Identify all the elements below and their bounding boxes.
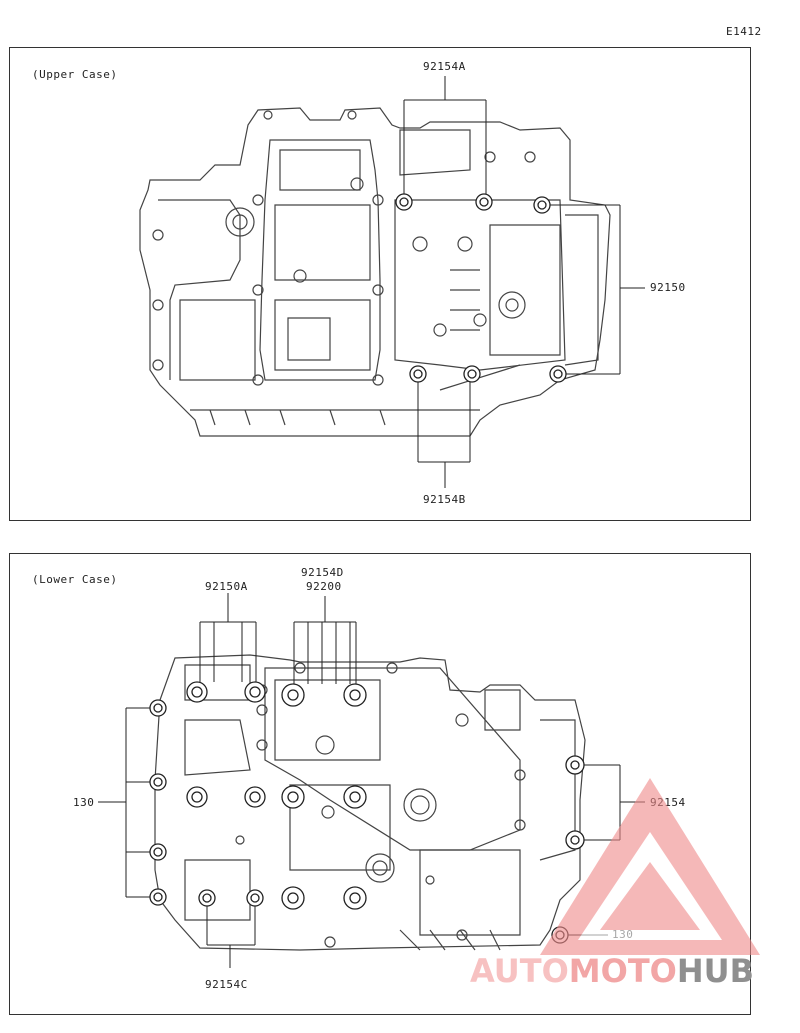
watermark-auto: AUTO [470, 952, 569, 990]
watermark-moto: MOTO [568, 952, 677, 990]
label-130-left: 130 [73, 796, 95, 809]
label-92154c: 92154C [205, 978, 248, 991]
lower-case-panel: (Lower Case) [9, 553, 751, 1015]
watermark-text: AUTOMOTOHUB [470, 952, 754, 990]
label-92200: 92200 [306, 580, 342, 593]
label-130-right: 130 [612, 928, 634, 941]
upper-case-panel: (Upper Case) [9, 47, 751, 521]
label-92150: 92150 [650, 281, 686, 294]
label-92150a: 92150A [205, 580, 248, 593]
label-92154a: 92154A [423, 60, 466, 73]
document-code: E1412 [726, 25, 762, 38]
label-92154d: 92154D [301, 566, 344, 579]
watermark-hub: HUB [676, 952, 755, 990]
upper-case-title: (Upper Case) [32, 68, 118, 81]
lower-case-title: (Lower Case) [32, 573, 118, 586]
label-92154b: 92154B [423, 493, 466, 506]
label-92154: 92154 [650, 796, 686, 809]
